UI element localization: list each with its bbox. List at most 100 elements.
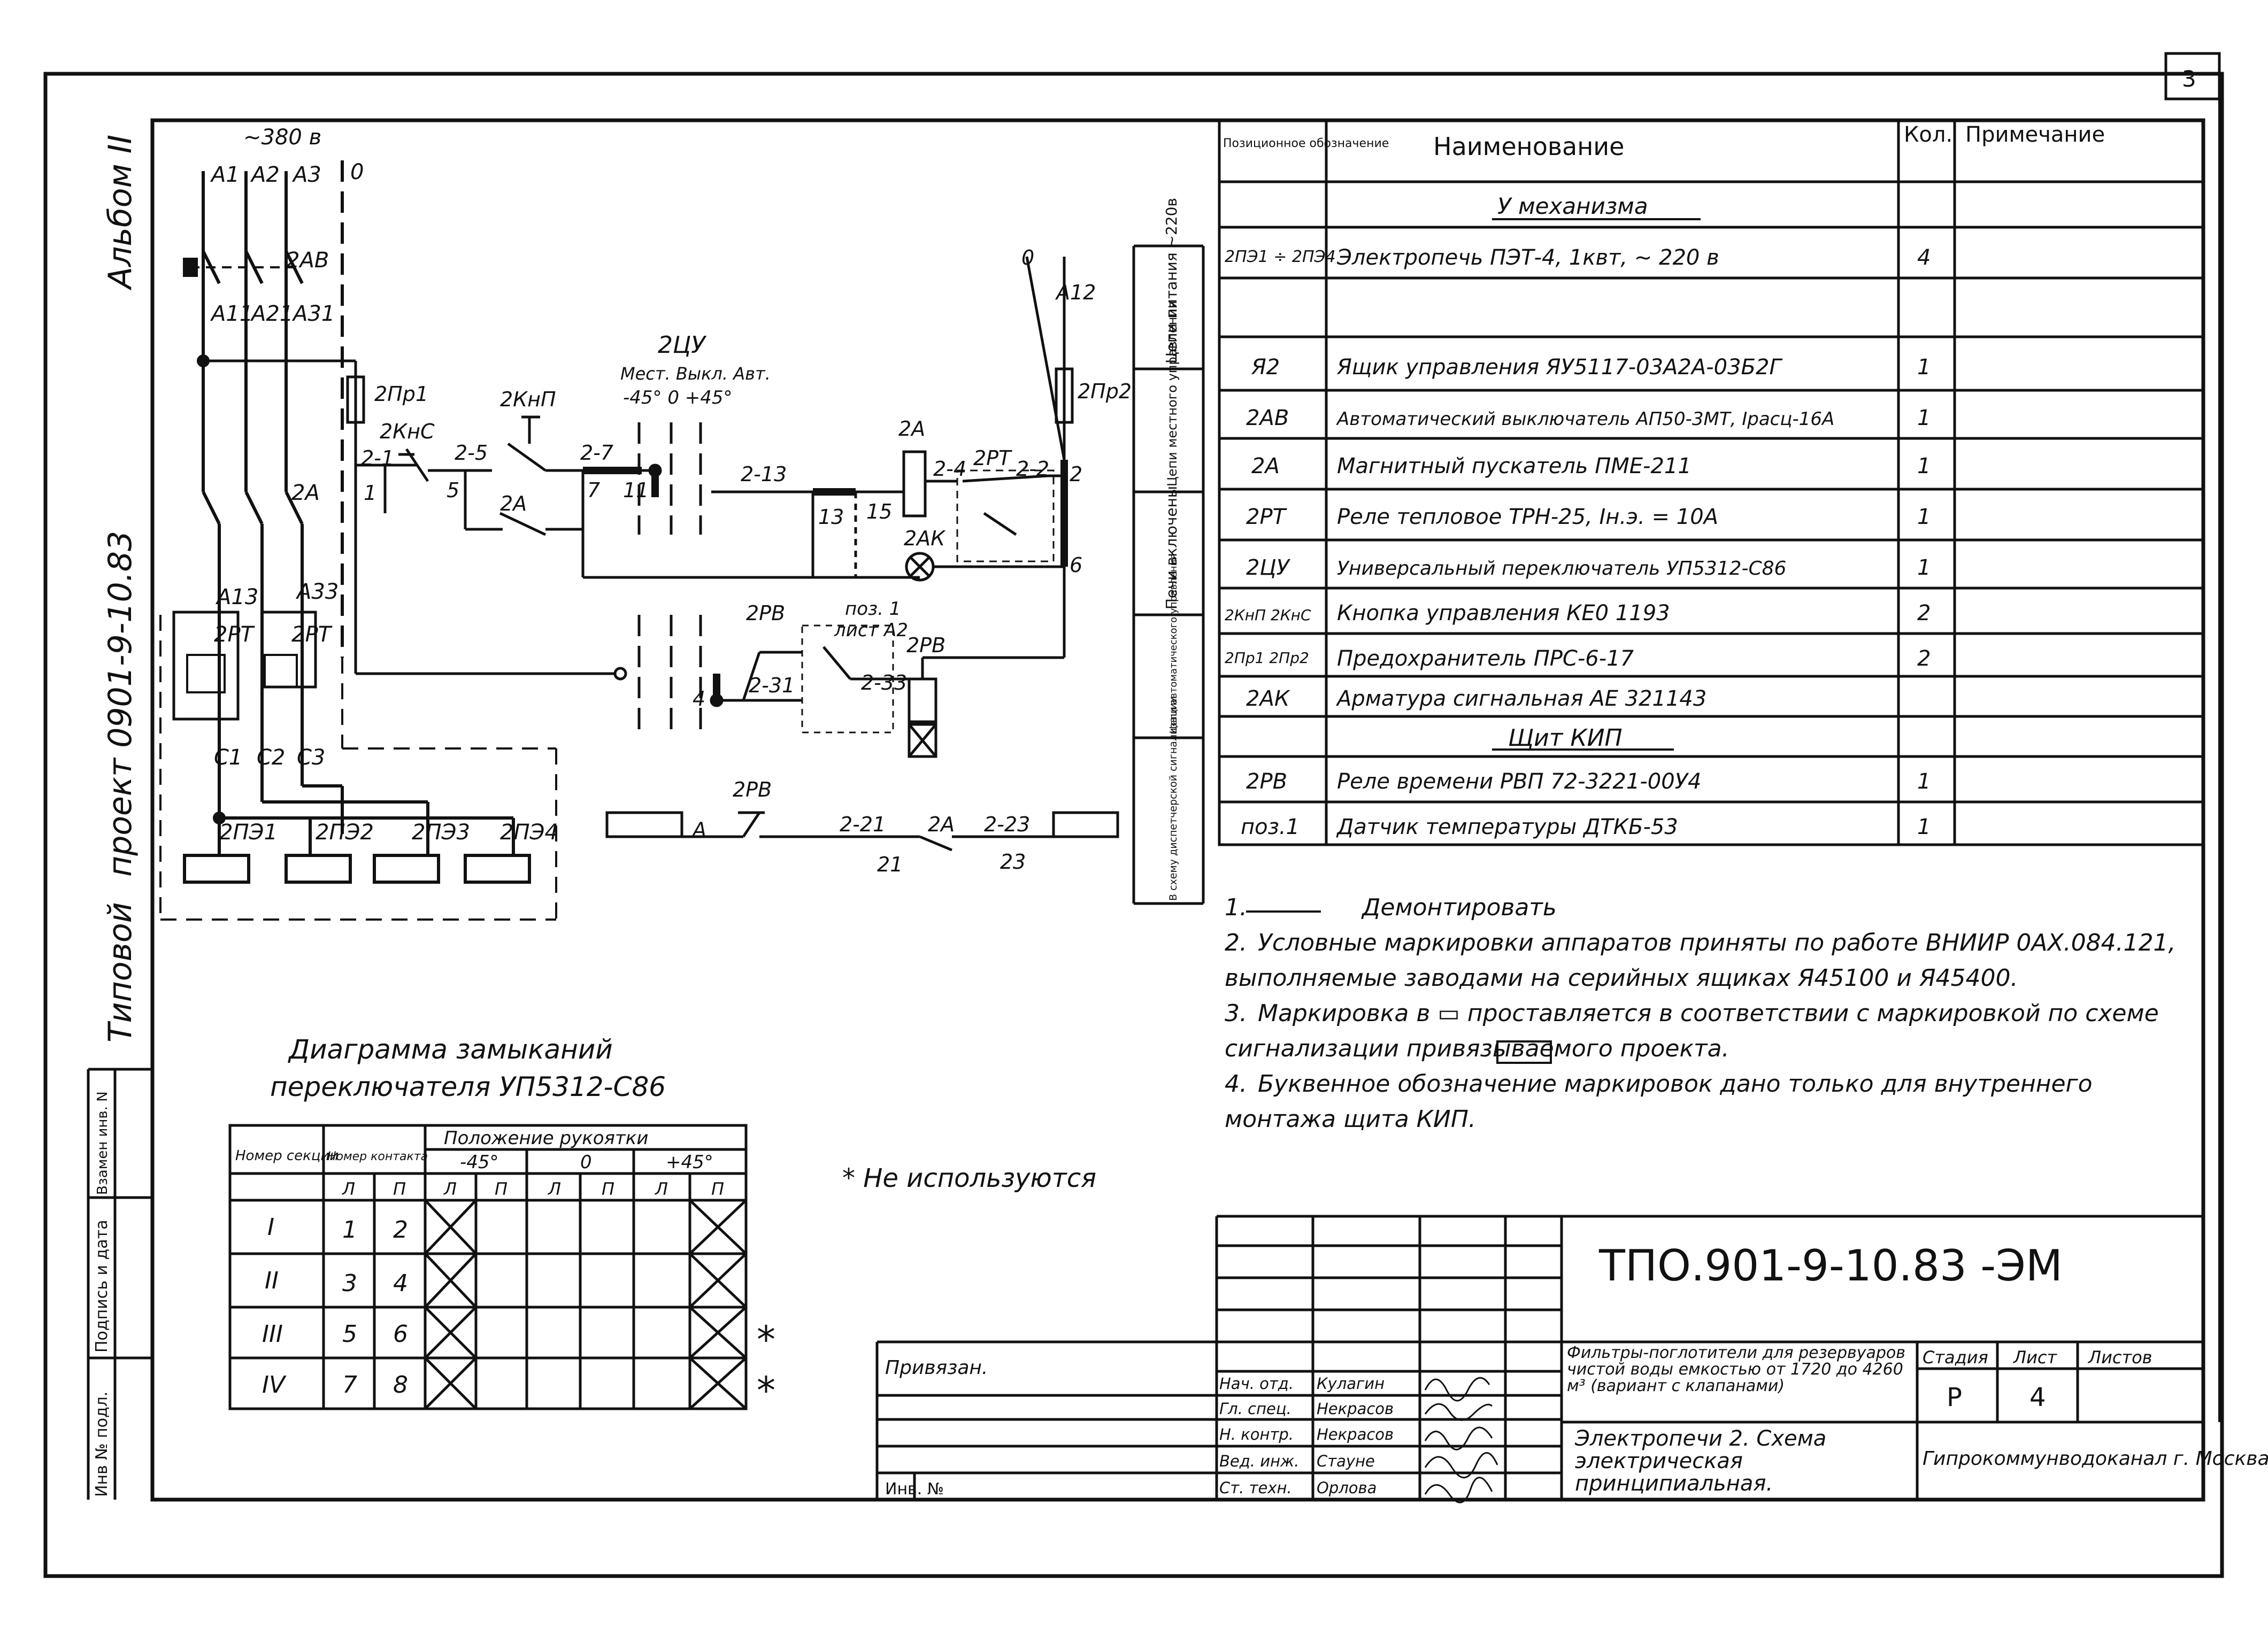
unused-mark-4: * — [757, 1369, 775, 1412]
closure-marks — [424, 1199, 747, 1410]
group-on: Печи включены — [1163, 486, 1180, 609]
note-1: 1.Демонтировать — [1225, 894, 1557, 921]
name-2: Некрасов — [1317, 1400, 1394, 1418]
fuse1-label: 2Пр1 — [374, 382, 428, 406]
role-3: Н. контр. — [1219, 1425, 1294, 1443]
node-15: 15 — [866, 500, 892, 523]
poz-label: поз. 1 — [845, 598, 901, 620]
spec-pos-9: 2АК — [1246, 686, 1290, 711]
inv-label: Инв. № — [885, 1480, 944, 1499]
name-1: Кулагин — [1317, 1375, 1385, 1393]
diagram-pos-zero: 0 — [580, 1152, 592, 1173]
voltage-label: ~380 в — [243, 125, 321, 150]
sheets-header: Листов — [2088, 1347, 2152, 1368]
contact-p-4: 8 — [393, 1371, 408, 1399]
spec-qty-2: 1 — [1917, 355, 1931, 380]
phase-a3: А3 — [291, 163, 321, 187]
switch-name: 2ЦУ — [658, 331, 707, 359]
list-label: лист А2 — [834, 620, 908, 641]
contact-l-3: 5 — [342, 1321, 357, 1348]
name-3: Некрасов — [1317, 1425, 1394, 1443]
outer-frame — [43, 72, 2224, 1578]
rv-contact-label: 2РВ — [746, 601, 785, 625]
spec-name-1: Электропечь ПЭТ-4, 1квт, ~ 220 в — [1336, 245, 1719, 270]
spec-pos-5: 2РТ — [1246, 505, 1288, 529]
spec-pos-6: 2ЦУ — [1246, 555, 1291, 580]
group-dispatch: В схему диспетчерской сигнализации — [1167, 696, 1179, 901]
zero-label: 0 — [1021, 246, 1034, 269]
spec-qty-8: 2 — [1917, 646, 1931, 671]
corner-box — [2164, 52, 2221, 101]
spec-qty-4: 1 — [1917, 454, 1931, 478]
signatures — [1424, 1377, 1498, 1503]
unused-note: * Не используются — [842, 1163, 1096, 1193]
node-2-1: 2-1 — [361, 446, 394, 470]
sheet-header: Лист — [2013, 1347, 2057, 1368]
spec-qty-5: 1 — [1917, 505, 1931, 529]
spec-name-9: Арматура сигнальная АЕ 321143 — [1335, 686, 1706, 711]
switching-diagram: Диаграмма замыканий переключателя УП5312… — [235, 1034, 1096, 1412]
contactor-label: 2А — [291, 481, 320, 505]
spec-h-pos: Позиционное обозначение — [1223, 137, 1389, 150]
heater-2: 2ПЭ2 — [316, 820, 374, 845]
lamp-label: 2АК — [904, 527, 946, 550]
left-strip — [87, 1068, 152, 1500]
name-5: Орлова — [1317, 1479, 1377, 1497]
spec-table-grid — [1218, 119, 2205, 846]
power-labels: ~380 в А1 А2 А3 0 2АВ А11 А21 А31 2А А13… — [210, 125, 558, 845]
role-1: Нач. отд. — [1219, 1375, 1294, 1393]
neutral-label: 0 — [350, 160, 364, 184]
phase-a2: А2 — [250, 163, 280, 187]
section-1: I — [267, 1214, 274, 1241]
diagram-table-grid — [228, 1124, 748, 1410]
node-4: 4 — [693, 687, 705, 711]
note-4: 4.Буквенное обозначение маркировок дано … — [1225, 1070, 2093, 1133]
group-auto: Цепи автоматического управления — [1168, 554, 1179, 734]
stage-header: Стадия — [1923, 1347, 1988, 1368]
spec-table: Позиционное обозначение Наименование Кол… — [1223, 122, 2105, 839]
node-2-21: 2-21 — [840, 813, 886, 836]
spec-qty-7: 2 — [1917, 601, 1931, 626]
contact-l-2: 3 — [342, 1270, 357, 1297]
sub-p-2: П — [495, 1179, 508, 1199]
diagram-h-number: Номер секции — [235, 1148, 339, 1164]
a11-label: А11 — [210, 302, 253, 326]
strip-inv-label: Инв № подл. — [93, 1392, 111, 1497]
c3-label: С3 — [297, 745, 325, 770]
breaker-label: 2АВ — [286, 248, 329, 273]
drawing-name: Электропечи 2. Схема электрическая принц… — [1575, 1426, 1827, 1496]
role-5: Ст. техн. — [1219, 1479, 1292, 1497]
power-circuit — [159, 160, 557, 921]
spec-pos-8: 2Пр1 2Пр2 — [1225, 649, 1309, 667]
spec-qty-10: 1 — [1917, 769, 1931, 794]
spec-pos-10: 2РВ — [1246, 769, 1287, 794]
sub-p-3: П — [602, 1179, 614, 1199]
node-5: 5 — [447, 478, 459, 502]
diagram-title-1: Диаграмма замыканий — [288, 1034, 613, 1065]
a21-label: А21 — [250, 302, 293, 326]
relay-label-2: 2РТ — [291, 622, 333, 647]
node-2-2: 2-2 — [1016, 457, 1049, 481]
node-7: 7 — [587, 478, 600, 502]
spec-name-10: Реле времени РВП 72-3221-00У4 — [1337, 769, 1701, 794]
album-label: Альбом II — [102, 135, 139, 291]
node-21: 21 — [877, 853, 903, 876]
node-13: 13 — [818, 505, 844, 529]
node-6: 6 — [1070, 553, 1082, 577]
spec-name-8: Предохранитель ПРС-6-17 — [1337, 646, 1634, 671]
diagram-h-position: Положение рукоятки — [444, 1128, 648, 1149]
spec-qty-11: 1 — [1917, 815, 1931, 839]
spec-h-name: Наименование — [1433, 132, 1624, 161]
contact-l-4: 7 — [342, 1371, 357, 1399]
spec-h-note: Примечание — [1965, 122, 2105, 147]
switch-angles: -45° 0 +45° — [623, 387, 733, 408]
role-4: Вед. инж. — [1219, 1452, 1299, 1470]
node-2-33: 2-33 — [861, 671, 907, 694]
sub-l-2: Л — [443, 1179, 457, 1199]
heater-4: 2ПЭ4 — [500, 820, 558, 845]
c2-label: С2 — [257, 745, 285, 770]
spec-section-2: Щит КИП — [1508, 724, 1623, 752]
rv-coil-label: 2РВ — [906, 634, 945, 657]
aux-2a-label: 2А — [500, 492, 527, 515]
stop-button-label: 2КнС — [380, 420, 435, 443]
